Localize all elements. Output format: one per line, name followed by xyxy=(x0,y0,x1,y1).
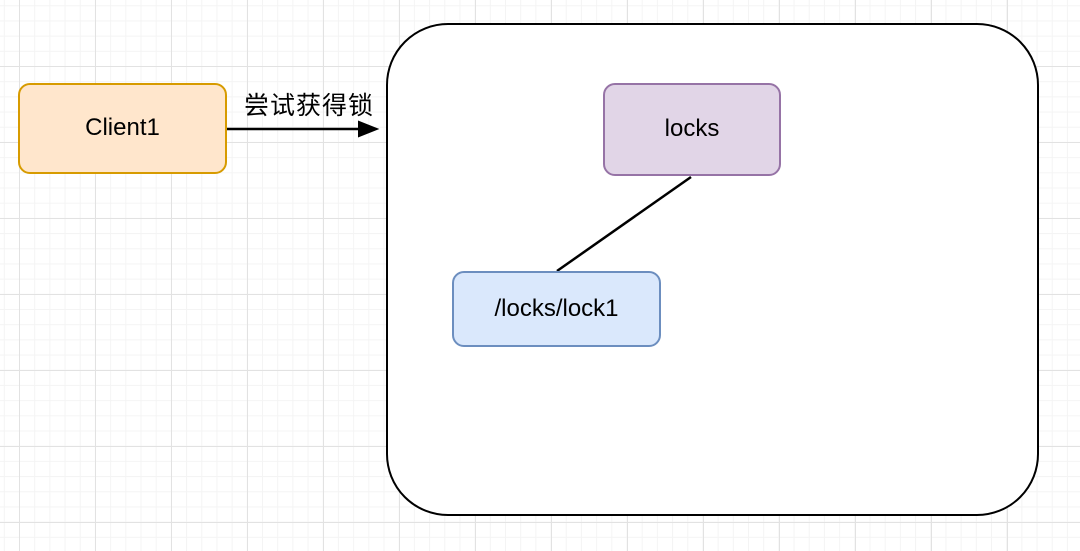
acquire-lock-arrow-label: 尝试获得锁 xyxy=(243,92,374,120)
acquire-lock-arrow xyxy=(227,120,380,138)
node-lock1: /locks/lock1 xyxy=(452,271,661,347)
locks-to-lock1-edge xyxy=(556,175,692,273)
node-client1: Client1 xyxy=(18,83,227,174)
node-locks-label: locks xyxy=(664,115,720,143)
node-locks: locks xyxy=(603,83,781,176)
node-client1-label: Client1 xyxy=(85,114,160,142)
node-lock1-label: /locks/lock1 xyxy=(494,294,619,322)
